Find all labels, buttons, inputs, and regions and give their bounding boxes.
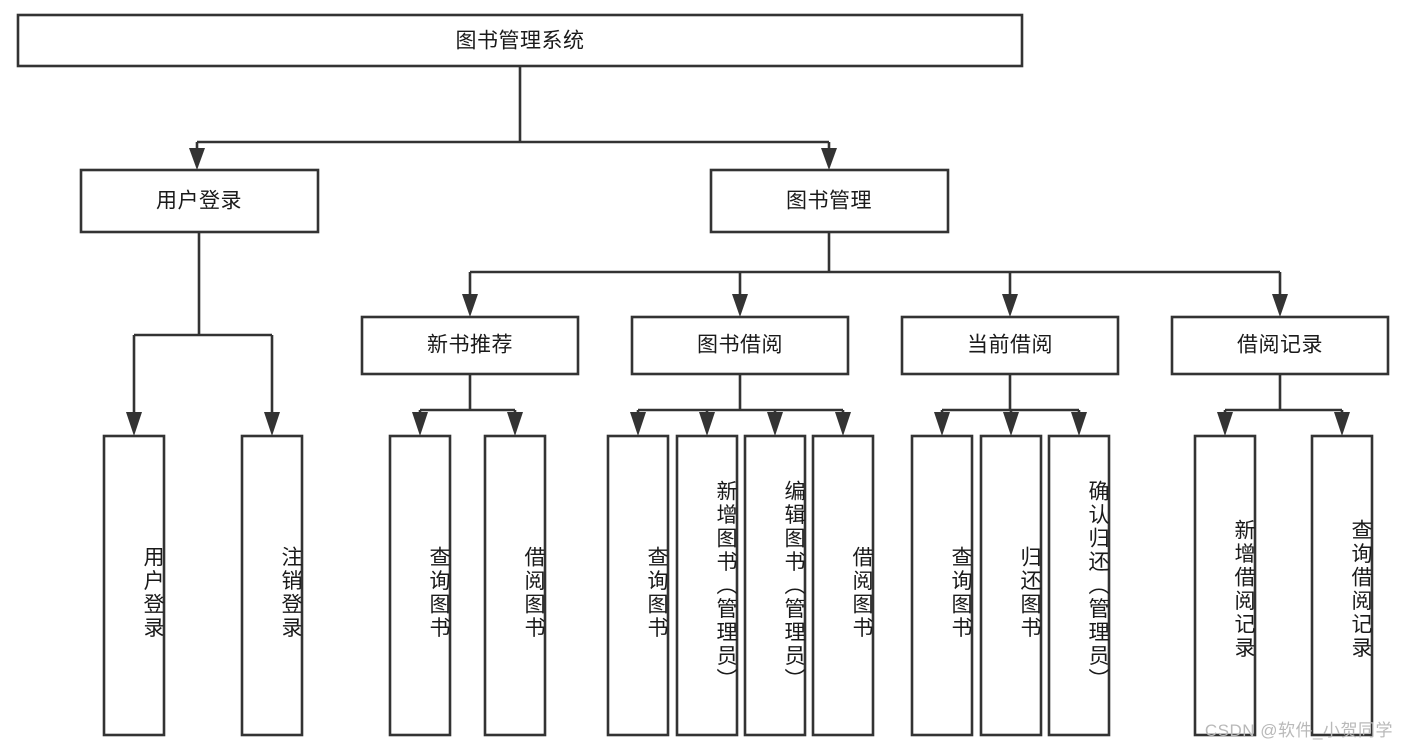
leaf-label-query-book-borrow: 查询图书 <box>645 545 668 640</box>
leaf-label-query-book-current: 查询图书 <box>949 545 972 640</box>
connector-group-newbook <box>412 374 523 436</box>
node-root[interactable]: 图书管理系统 <box>16 13 1024 68</box>
leaf-label-query-borrow-record: 查询借阅记录 <box>1349 518 1372 660</box>
leaf-box-logout[interactable] <box>240 434 304 737</box>
node-new-book-recommend[interactable]: 新书推荐 <box>360 315 580 376</box>
node-new-book-recommend-box[interactable] <box>360 315 580 376</box>
node-borrow-record[interactable]: 借阅记录 <box>1170 315 1390 376</box>
arrow-bookmgmt-child3-icon <box>1002 294 1018 317</box>
node-book-management-label: 图书管理 <box>786 190 872 213</box>
watermark: CSDN @软件_小贺同学 <box>1204 721 1393 740</box>
node-root-label: 图书管理系统 <box>456 30 585 53</box>
arrow-login-leaf2-icon <box>264 412 280 436</box>
leaf-label-logout: 注销登录 <box>279 545 302 640</box>
arrow-borrow-leaf2-icon <box>699 412 715 436</box>
arrow-login-leaf1-icon <box>126 412 142 436</box>
leaf-label-confirm-return-admin: 确认归还（管理员） <box>1086 480 1109 692</box>
arrow-bookmgmt-child4-icon <box>1272 294 1288 317</box>
leaf-box-user-login[interactable] <box>102 434 166 737</box>
node-user-login-box[interactable] <box>79 168 320 234</box>
node-root-box[interactable] <box>16 13 1024 68</box>
node-borrow-record-label: 借阅记录 <box>1237 334 1323 357</box>
leaf-label-query-book-newbook: 查询图书 <box>427 545 450 640</box>
leaf-box-borrow-book[interactable] <box>811 434 875 737</box>
node-book-borrow-label: 图书借阅 <box>697 334 783 357</box>
connector-group-bookmgmt <box>462 232 1288 317</box>
leaf-box-query-book-borrow[interactable] <box>606 434 670 737</box>
connector-group-borrow <box>630 374 851 436</box>
leaf-label-return-book: 归还图书 <box>1018 545 1041 640</box>
arrow-bookmgmt-child2-icon <box>732 294 748 317</box>
arrow-current-leaf3-icon <box>1071 412 1087 436</box>
arrow-record-leaf2-icon <box>1334 412 1350 436</box>
arrow-newbook-leaf2-icon <box>507 412 523 436</box>
node-current-borrow[interactable]: 当前借阅 <box>900 315 1120 376</box>
leaf-label-borrow-book-newbook: 借阅图书 <box>522 545 545 640</box>
connector-group-record <box>1217 374 1350 436</box>
arrow-bookmgmt-child1-icon <box>462 294 478 317</box>
leaf-box-edit-book-admin[interactable] <box>743 434 807 737</box>
node-new-book-recommend-label: 新书推荐 <box>427 334 513 357</box>
leaf-box-add-borrow-record[interactable] <box>1193 434 1257 737</box>
node-user-login[interactable]: 用户登录 <box>79 168 320 234</box>
leaf-box-query-book-current[interactable] <box>910 434 974 737</box>
connector-group-root <box>189 66 837 170</box>
leaf-label-add-borrow-record: 新增借阅记录 <box>1232 518 1255 660</box>
node-book-management-box[interactable] <box>709 168 950 234</box>
arrow-current-leaf2-icon <box>1003 412 1019 436</box>
leaf-box-return-book[interactable] <box>979 434 1043 737</box>
node-book-borrow-box[interactable] <box>630 315 850 376</box>
arrow-record-leaf1-icon <box>1217 412 1233 436</box>
leaf-label-user-login: 用户登录 <box>141 545 164 640</box>
connector-group-login <box>126 232 280 436</box>
node-book-borrow[interactable]: 图书借阅 <box>630 315 850 376</box>
leaf-box-add-book-admin[interactable] <box>675 434 739 737</box>
connector-group-current <box>934 374 1087 436</box>
arrow-borrow-leaf1-icon <box>630 412 646 436</box>
leaf-box-borrow-book-newbook[interactable] <box>483 434 547 737</box>
arrow-root-to-login-icon <box>189 148 205 170</box>
arrow-current-leaf1-icon <box>934 412 950 436</box>
leaf-box-query-borrow-record[interactable] <box>1310 434 1374 737</box>
leaf-box-confirm-return-admin[interactable] <box>1047 434 1111 737</box>
arrow-root-to-bookmgmt-icon <box>821 148 837 170</box>
arrow-newbook-leaf1-icon <box>412 412 428 436</box>
arrow-borrow-leaf3-icon <box>767 412 783 436</box>
node-user-login-label: 用户登录 <box>156 190 242 213</box>
leaf-box-query-book-newbook[interactable] <box>388 434 452 737</box>
arrow-borrow-leaf4-icon <box>835 412 851 436</box>
leaf-label-add-book-admin: 新增图书（管理员） <box>714 480 737 692</box>
node-borrow-record-box[interactable] <box>1170 315 1390 376</box>
leaf-label-borrow-book: 借阅图书 <box>850 545 873 640</box>
node-current-borrow-box[interactable] <box>900 315 1120 376</box>
node-current-borrow-label: 当前借阅 <box>967 334 1053 357</box>
node-book-management[interactable]: 图书管理 <box>709 168 950 234</box>
leaf-label-edit-book-admin: 编辑图书（管理员） <box>782 480 805 692</box>
